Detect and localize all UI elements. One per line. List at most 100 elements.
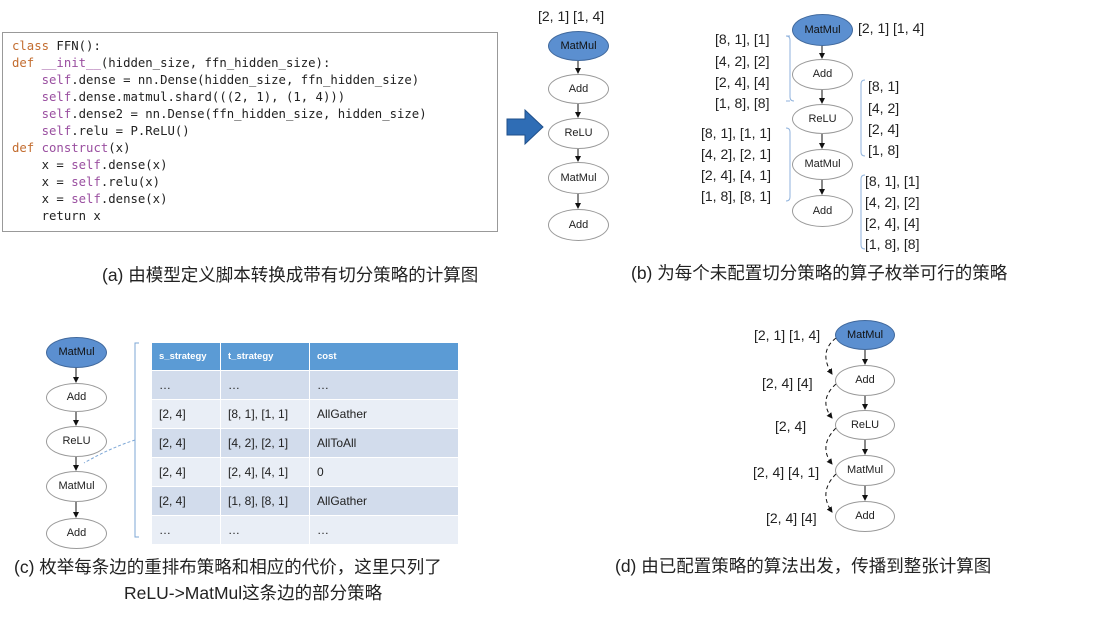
code-token: .dense(x) xyxy=(100,192,168,206)
code-token: x = xyxy=(12,158,72,172)
table-cell: [8, 1], [1, 1] xyxy=(220,399,310,429)
panel-a-node-relu: ReLU xyxy=(548,118,609,149)
code-line: x = self.dense(x) xyxy=(12,157,168,174)
panel-b-add2-strategy: [4, 2], [2] xyxy=(865,194,920,210)
code-token: .dense = nn.Dense(hidden_size, ffn_hidde… xyxy=(71,73,420,87)
table-cell: … xyxy=(152,370,221,400)
table-cell: … xyxy=(309,370,459,400)
code-box: class FFN():def __init__(hidden_size, ff… xyxy=(2,32,498,232)
table-cell: … xyxy=(220,515,310,544)
table-row: [2, 4] [4, 2], [2, 1] AllToAll xyxy=(152,428,459,458)
panel-b-add1-strategy: [2, 4], [4] xyxy=(715,74,770,90)
code-token: FFN(): xyxy=(49,39,101,53)
panel-a-node-matmul: MatMul xyxy=(548,31,609,61)
table-cell: [1, 8], [8, 1] xyxy=(220,486,310,516)
panel-b-matmul2-strategy: [8, 1], [1, 1] xyxy=(701,125,772,141)
panel-d-propagation xyxy=(825,337,837,513)
table-header: cost xyxy=(309,343,459,371)
panel-b-matmul2-strategy: [2, 4], [4, 1] xyxy=(701,167,772,183)
code-token: (x) xyxy=(108,141,131,155)
code-token: self xyxy=(71,192,101,206)
table-row: [2, 4] [2, 4], [4, 1] 0 xyxy=(152,457,459,487)
code-token: self xyxy=(71,158,101,172)
panel-b-caption: (b) 为每个未配置切分策略的算子枚举可行的策略 xyxy=(631,263,1008,283)
panel-d-node-matmul: MatMul xyxy=(835,320,895,350)
right-arrow-icon xyxy=(506,108,544,146)
code-token: construct xyxy=(41,141,109,155)
panel-b-add2-strategy: [2, 4], [4] xyxy=(865,215,920,231)
code-token: .relu(x) xyxy=(100,175,161,189)
panel-c-node-relu: ReLU xyxy=(46,426,107,457)
code-token: .dense2 = nn.Dense(ffn_hidden_size, hidd… xyxy=(71,107,427,121)
panel-d-node-add2: Add xyxy=(835,501,895,532)
panel-d-node-matmul2: MatMul xyxy=(835,455,895,486)
code-line: class FFN(): xyxy=(12,38,101,55)
code-token: self xyxy=(41,73,72,87)
panel-b-node-matmul: MatMul xyxy=(792,14,853,46)
panel-d-node-relu: ReLU xyxy=(835,410,895,440)
table-cell: [2, 4], [4, 1] xyxy=(220,457,310,487)
code-token: self xyxy=(41,107,72,121)
code-line: self.dense = nn.Dense(hidden_size, ffn_h… xyxy=(12,72,420,89)
panel-d-caption: (d) 由已配置策略的算法出发，传播到整张计算图 xyxy=(615,556,992,576)
panel-b-add2-strategy: [8, 1], [1] xyxy=(865,173,920,189)
panel-b-relu-strategy: [8, 1] xyxy=(868,78,900,94)
table-cell: [4, 2], [2, 1] xyxy=(220,428,310,458)
panel-b-add1-strategy: [8, 1], [1] xyxy=(715,31,770,47)
code-token: self xyxy=(41,90,72,104)
panel-b-node-matmul2: MatMul xyxy=(792,149,853,180)
panel-d-label: [2, 4] [4] xyxy=(762,375,813,391)
panel-b-add2-strategy: [1, 8], [8] xyxy=(865,236,920,252)
panel-b-node-relu: ReLU xyxy=(792,104,853,134)
panel-d-label: [2, 4] [4, 1] xyxy=(753,464,820,480)
panel-c-node-matmul2: MatMul xyxy=(46,471,107,502)
code-token: def xyxy=(12,56,35,70)
panel-c-node-add: Add xyxy=(46,383,107,412)
code-line: x = self.relu(x) xyxy=(12,174,160,191)
table-row: [2, 4] [8, 1], [1, 1] AllGather xyxy=(152,399,459,429)
panel-a-node-add2: Add xyxy=(548,209,609,241)
panel-c-node-matmul: MatMul xyxy=(46,337,107,368)
panel-b-add1-strategy: [1, 8], [8] xyxy=(715,95,770,111)
code-token: x = xyxy=(12,192,72,206)
panel-b-node-add2: Add xyxy=(792,195,853,227)
table-row: [2, 4] [1, 8], [8, 1] AllGather xyxy=(152,486,459,516)
table-header: t_strategy xyxy=(220,343,310,371)
code-token: self xyxy=(71,175,101,189)
panel-b-matmul-label: [2, 1] [1, 4] xyxy=(858,20,925,36)
table-cell: [2, 4] xyxy=(152,486,221,516)
panel-a-node-add: Add xyxy=(548,74,609,104)
panel-b-add1-strategy: [4, 2], [2] xyxy=(715,53,770,69)
panel-a-caption: (a) 由模型定义脚本转换成带有切分策略的计算图 xyxy=(102,265,479,285)
panel-b-matmul2-strategy: [4, 2], [2, 1] xyxy=(701,146,772,162)
code-line: def construct(x) xyxy=(12,140,130,157)
table-row: … … … xyxy=(152,515,459,544)
code-token: def xyxy=(12,141,35,155)
panel-b-brackets xyxy=(785,35,866,250)
panel-b-matmul2-strategy: [1, 8], [8, 1] xyxy=(701,188,772,204)
table-cell: … xyxy=(152,515,221,544)
code-token: self xyxy=(41,124,72,138)
table-cell: [2, 4] xyxy=(152,399,221,429)
panel-d-label: [2, 4] xyxy=(775,418,807,434)
code-token: class xyxy=(12,39,50,53)
table-cell: [2, 4] xyxy=(152,428,221,458)
code-token: __init__ xyxy=(41,56,101,70)
code-token: .dense.matmul.shard(((2, 1), (1, 4))) xyxy=(71,90,346,104)
panel-a-top-label: [2, 1] [1, 4] xyxy=(538,8,605,24)
panel-b-relu-strategy: [2, 4] xyxy=(868,121,900,137)
panel-d-node-add: Add xyxy=(835,365,895,396)
table-cell: … xyxy=(309,515,459,544)
code-line: self.dense.matmul.shard(((2, 1), (1, 4))… xyxy=(12,89,346,106)
table-cell: … xyxy=(220,370,310,400)
table-cell: AllGather xyxy=(309,486,459,516)
code-line: self.relu = P.ReLU() xyxy=(12,123,190,140)
code-line: x = self.dense(x) xyxy=(12,191,168,208)
panel-c-bracket xyxy=(83,342,139,538)
code-line: def __init__(hidden_size, ffn_hidden_siz… xyxy=(12,55,330,72)
panel-c-caption-line1: (c) 枚举每条边的重排布策略和相应的代价，这里只列了 xyxy=(14,557,442,577)
panel-c-caption-line2: ReLU->MatMul这条边的部分策略 xyxy=(124,583,383,603)
code-token: (hidden_size, ffn_hidden_size): xyxy=(100,56,331,70)
code-token: .relu = P.ReLU() xyxy=(71,124,190,138)
